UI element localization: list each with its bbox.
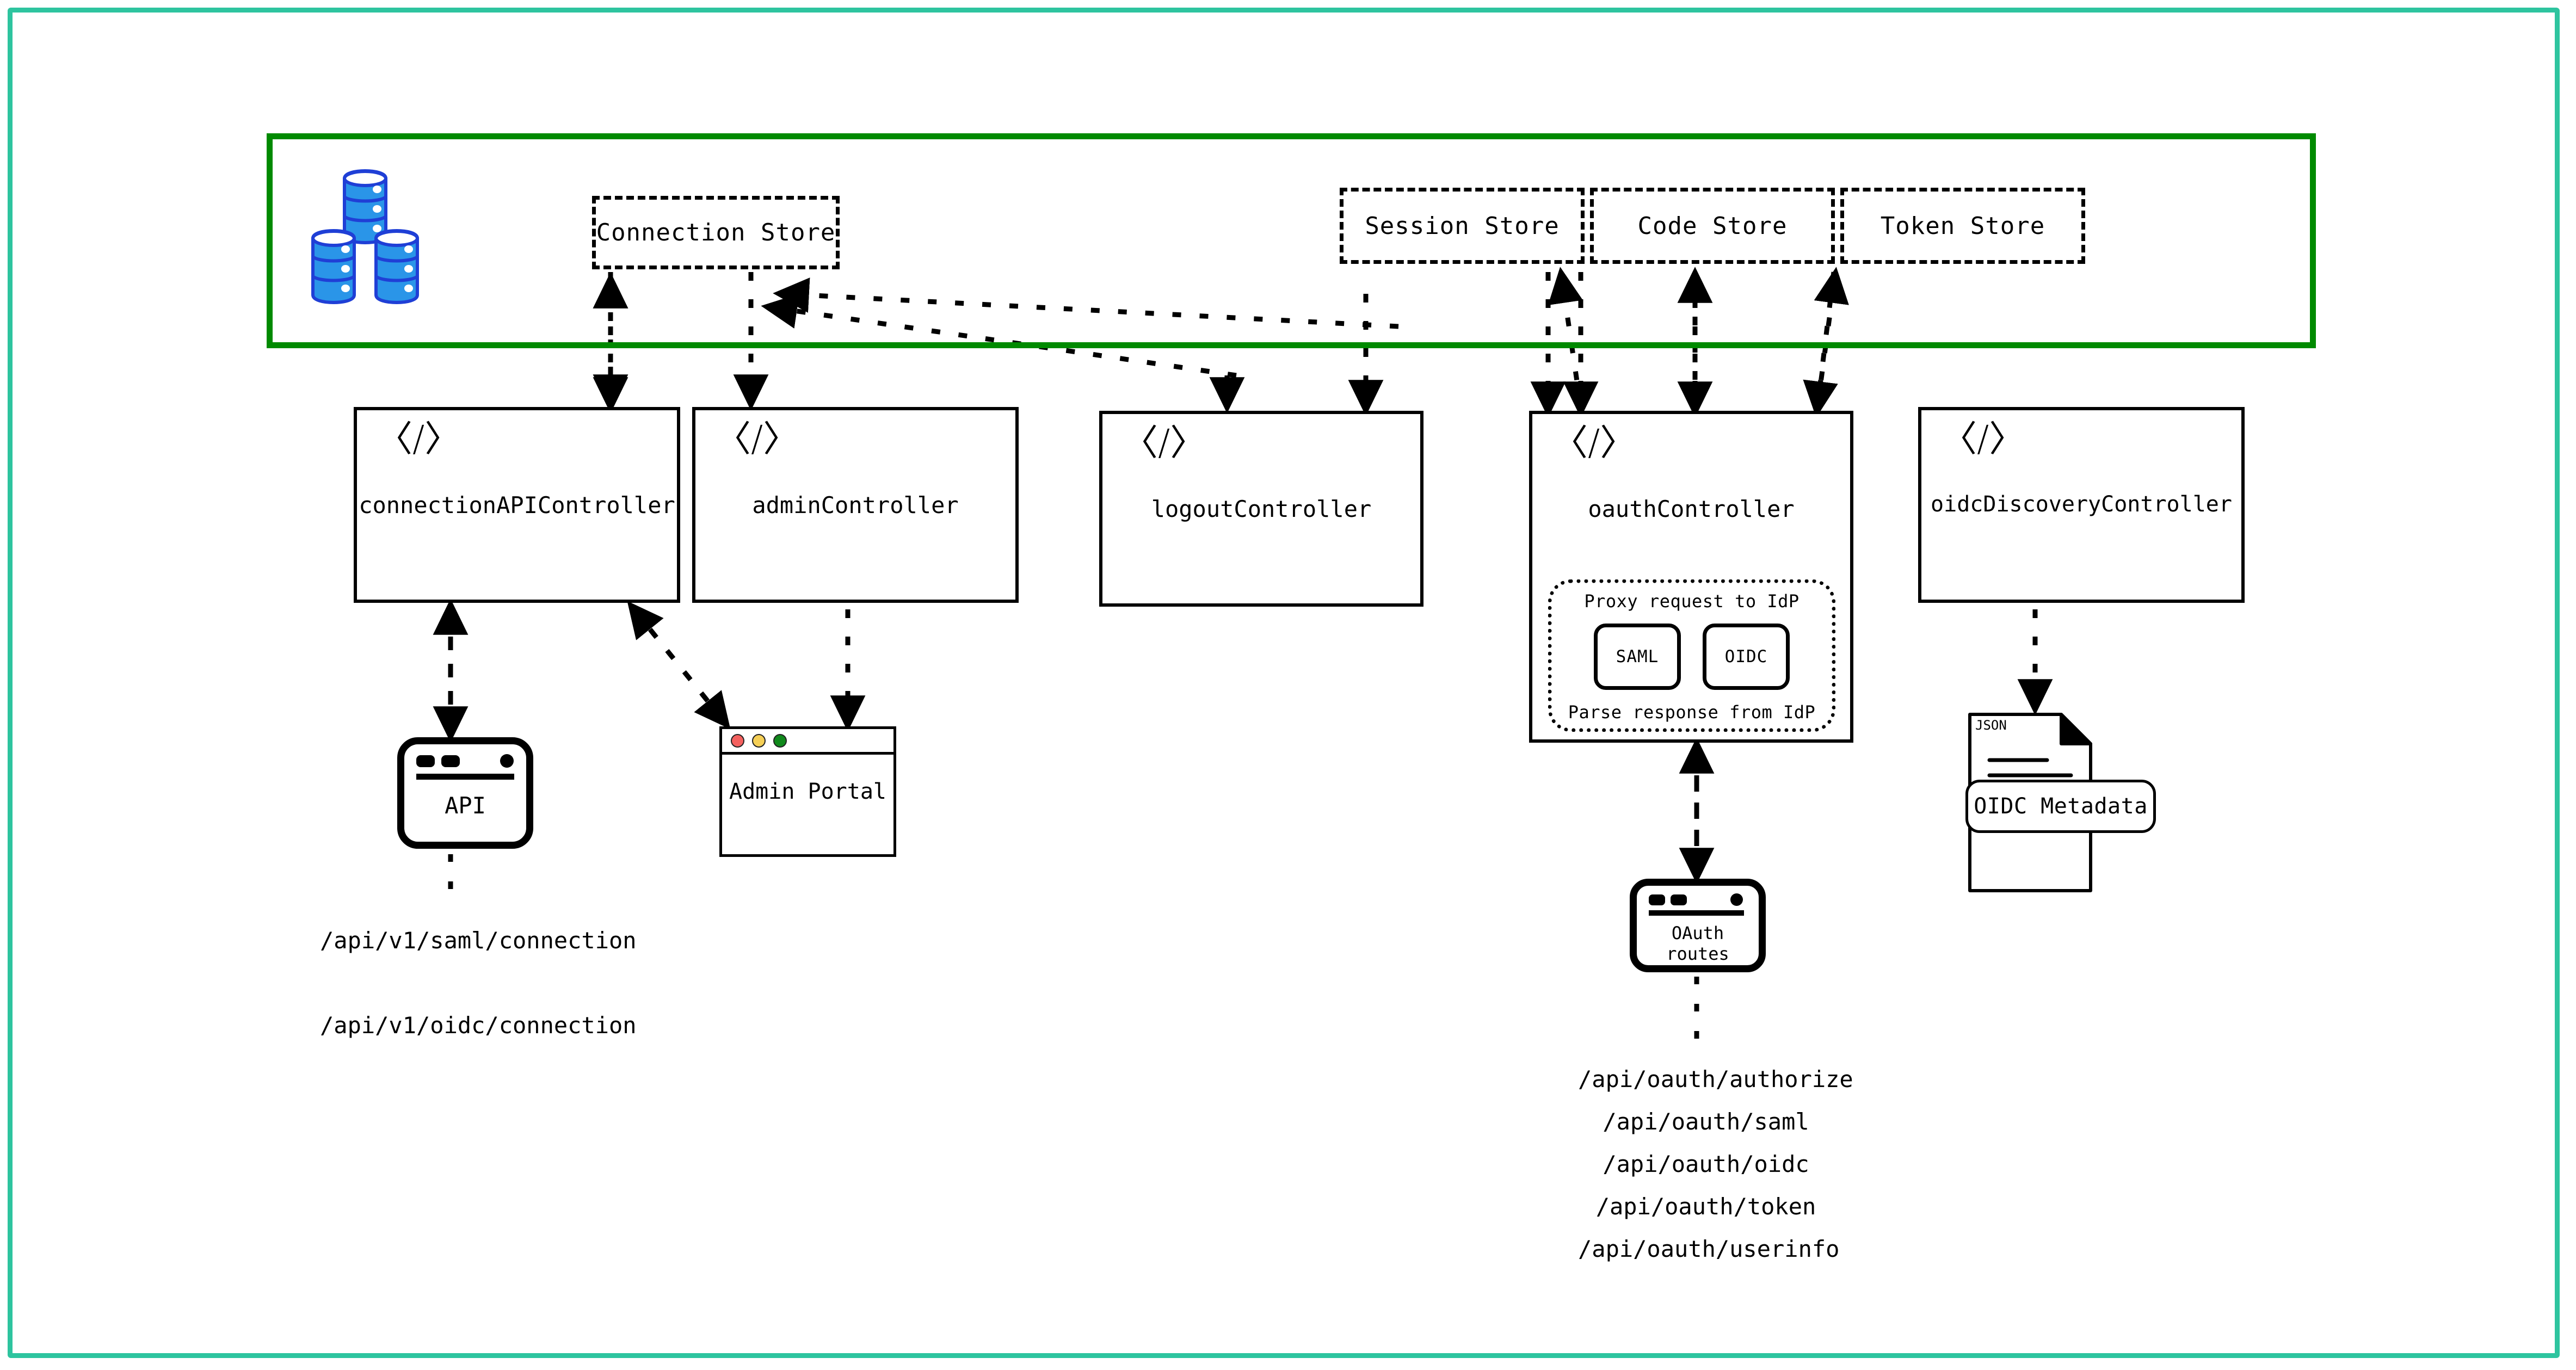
store-session-store[interactable]: Session Store <box>1340 188 1585 264</box>
code-brackets-icon: 〈/〉 <box>715 418 799 460</box>
window-titlebar-rule <box>416 774 514 780</box>
store-label: Connection Store <box>596 219 836 246</box>
controller-label: oidcDiscoveryController <box>1931 492 2232 517</box>
browser-titlebar <box>722 729 893 755</box>
maximize-traffic-light-icon[interactable] <box>773 733 787 748</box>
idp-proxy-caption: Proxy request to IdP <box>1584 591 1799 612</box>
controller-logout[interactable]: 〈/〉 logoutController <box>1099 411 1423 607</box>
minimize-traffic-light-icon[interactable] <box>752 733 766 748</box>
api-window-icon[interactable]: API <box>397 737 533 849</box>
idp-chip-saml[interactable]: SAML <box>1594 624 1681 690</box>
idp-chip-label: OIDC <box>1724 647 1768 667</box>
store-label: Token Store <box>1880 212 2045 240</box>
oauth-endpoint-list: /api/oauth/authorize /api/oauth/saml /ap… <box>1578 1066 1853 1262</box>
code-brackets-icon: 〈/〉 <box>1552 422 1636 464</box>
controller-connection-api[interactable]: 〈/〉 connectionAPIController <box>354 407 680 603</box>
idp-proxy-panel: Proxy request to IdP SAML OIDC Parse res… <box>1548 579 1835 732</box>
admin-portal-label: Admin Portal <box>729 779 886 804</box>
oidc-metadata-document[interactable]: JSON OIDC Metadata <box>1964 710 2156 895</box>
database-stack-icon <box>307 169 433 305</box>
diagram-outer-border <box>8 8 2560 1358</box>
controller-label: adminController <box>752 492 959 519</box>
window-titlebar-rule <box>1649 910 1744 916</box>
connection-api-endpoint-list: /api/v1/saml/connection /api/v1/oidc/con… <box>320 927 637 1039</box>
code-brackets-icon: 〈/〉 <box>377 418 461 460</box>
controller-oidc-discovery[interactable]: 〈/〉 oidcDiscoveryController <box>1918 407 2245 603</box>
controller-admin[interactable]: 〈/〉 adminController <box>692 407 1019 603</box>
json-tag-label: JSON <box>1975 718 2007 733</box>
store-connection-store[interactable]: Connection Store <box>592 196 840 269</box>
store-token-store[interactable]: Token Store <box>1840 188 2085 264</box>
idp-parse-caption: Parse response from IdP <box>1568 702 1816 723</box>
window-dot-icon <box>416 755 435 767</box>
oidc-metadata-label-pill: OIDC Metadata <box>1965 780 2156 833</box>
window-dot-icon <box>1730 893 1743 906</box>
store-code-store[interactable]: Code Store <box>1590 188 1835 264</box>
controller-label: connectionAPIController <box>359 492 675 519</box>
window-dot-icon <box>1649 894 1665 905</box>
store-label: Code Store <box>1637 212 1788 240</box>
admin-portal-browser-window[interactable]: Admin Portal <box>719 726 896 857</box>
controller-label: oauthController <box>1588 496 1795 522</box>
idp-chip-label: SAML <box>1616 647 1659 667</box>
close-traffic-light-icon[interactable] <box>731 733 744 748</box>
controller-label: logoutController <box>1151 496 1372 522</box>
data-stores-container <box>267 133 2316 348</box>
window-dot-icon <box>1671 894 1687 905</box>
oauth-routes-label: OAuth routes <box>1666 923 1729 964</box>
oidc-metadata-label: OIDC Metadata <box>1974 794 2148 819</box>
window-dot-icon <box>500 754 514 768</box>
api-label: API <box>445 792 486 819</box>
store-label: Session Store <box>1365 212 1560 240</box>
oauth-routes-window-icon[interactable]: OAuth routes <box>1630 879 1766 972</box>
code-brackets-icon: 〈/〉 <box>1941 418 2025 460</box>
code-brackets-icon: 〈/〉 <box>1122 422 1206 464</box>
idp-protocol-chips: SAML OIDC <box>1594 624 1790 690</box>
window-dot-icon <box>441 755 460 767</box>
idp-chip-oidc[interactable]: OIDC <box>1703 624 1790 690</box>
